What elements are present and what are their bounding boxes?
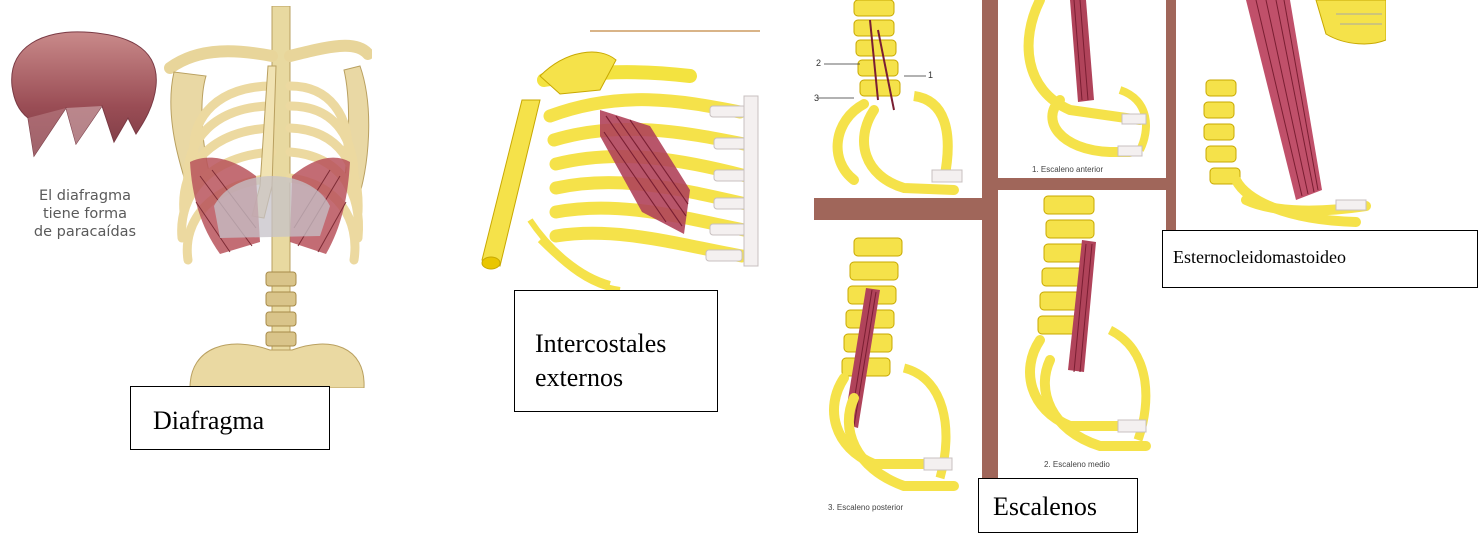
frame-horizontal-bar-left xyxy=(814,198,982,220)
intercostals-figure: Intercostales externos xyxy=(470,30,770,414)
scalene-overview-illustration: 2 1 3 xyxy=(814,0,980,196)
middle-scalene-caption: 2. Escaleno medio xyxy=(1044,460,1110,469)
frame-vertical-bar xyxy=(982,0,998,515)
sternocleidomastoid-label: Esternocleidomastoideo xyxy=(1162,230,1478,288)
figure-top-rule xyxy=(590,30,760,32)
anterior-scalene-caption: 1. Escaleno anterior xyxy=(1032,165,1103,174)
frame-horizontal-bar-right xyxy=(998,178,1174,190)
scalene-number-1: 1 xyxy=(928,70,933,80)
sternocleidomastoid-figure: Esternocleidomastoideo xyxy=(1176,0,1481,300)
sternocleidomastoid-illustration xyxy=(1186,0,1386,230)
scalenes-label: Escalenos xyxy=(978,478,1138,533)
diaphragm-figure: El diafragma tiene forma de paracaídas xyxy=(0,0,370,390)
rib-cage-illustration xyxy=(470,40,760,290)
scalene-number-3: 3 xyxy=(814,93,819,103)
diaphragm-dome-illustration xyxy=(4,26,162,172)
anterior-scalene-illustration xyxy=(1000,0,1164,160)
scalenes-figure: 2 1 3 1. Escaleno anterior xyxy=(814,0,1190,533)
thorax-skeleton-illustration xyxy=(160,6,372,388)
middle-scalene-illustration xyxy=(1000,190,1164,456)
posterior-scalene-illustration xyxy=(814,228,980,494)
diaphragm-caption: El diafragma tiene forma de paracaídas xyxy=(10,187,160,241)
scalene-number-2: 2 xyxy=(816,58,821,68)
intercostals-label: Intercostales externos xyxy=(514,290,718,412)
frame-right-bar xyxy=(1166,0,1176,260)
diaphragm-label: Diafragma xyxy=(130,386,330,450)
posterior-scalene-caption: 3. Escaleno posterior xyxy=(828,503,903,512)
